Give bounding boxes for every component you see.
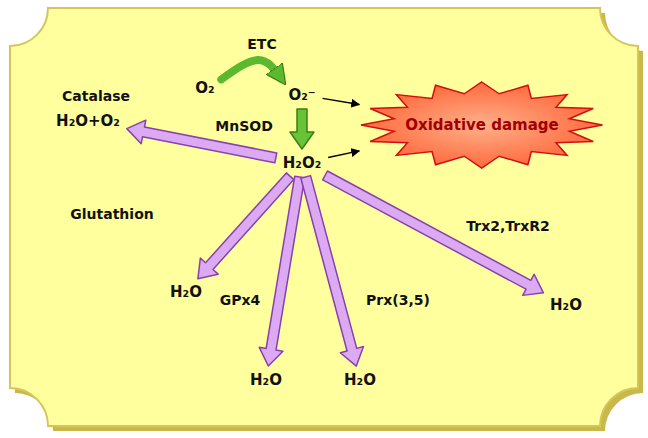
molecule-node: H₂O — [246, 369, 286, 391]
molecule-node: H₂O — [546, 294, 586, 316]
reaction-arrow — [290, 109, 314, 149]
enzyme-label: Trx2,TrxR2 — [464, 218, 551, 235]
molecule-label: H₂O — [344, 371, 376, 389]
molecule-node: O₂ — [191, 77, 218, 99]
enzyme-label: Catalase — [60, 88, 132, 105]
molecule-label: O₂⁻ — [288, 86, 315, 104]
molecule-label: H₂O+O₂ — [56, 112, 120, 130]
molecule-label: H₂O₂ — [283, 154, 321, 172]
enzyme-label: Glutathion — [68, 206, 155, 223]
enzyme-label: GPx4 — [218, 292, 263, 309]
molecule-node: H₂O+O₂ — [52, 110, 124, 132]
molecule-node: H₂O — [340, 369, 380, 391]
molecule-node: H₂O₂ — [279, 152, 325, 174]
reaction-arrow — [198, 173, 294, 279]
molecule-label: H₂O — [550, 296, 582, 314]
damage-arrow — [328, 151, 359, 158]
molecule-node: O₂⁻ — [284, 84, 319, 106]
reaction-arrow — [301, 176, 364, 366]
molecule-label: H₂O — [170, 283, 202, 301]
molecule-node: H₂O — [166, 281, 206, 303]
damage-label: Oxidative damage — [405, 116, 558, 134]
molecule-label: O₂ — [195, 79, 214, 97]
enzyme-label: Prx(3,5) — [364, 292, 432, 309]
reaction-arrow — [221, 60, 281, 79]
starburst-outline — [361, 82, 602, 168]
molecule-label: H₂O — [250, 371, 282, 389]
damage-arrow — [323, 98, 360, 104]
panel — [10, 8, 638, 426]
enzyme-label: MnSOD — [213, 118, 275, 135]
damage-starburst: Oxidative damage — [360, 81, 603, 169]
enzyme-label: ETC — [245, 36, 278, 53]
reaction-arrow — [259, 176, 304, 366]
